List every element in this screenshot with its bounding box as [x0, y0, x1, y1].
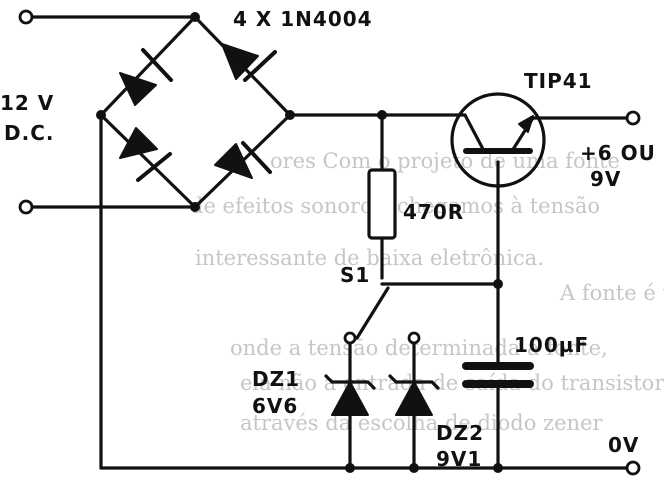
switch-s1	[343, 286, 421, 345]
capacitor-100uf	[462, 362, 534, 388]
diode-icon	[221, 43, 259, 80]
label-switch: S1	[340, 263, 370, 287]
transistor-tip41	[450, 92, 546, 188]
diode-icon	[119, 72, 157, 106]
label-output-a: +6 OU	[580, 141, 656, 165]
labels: 4 X 1N4004 12 V D.C. TIP41 +6 OU 9V 470R…	[0, 7, 656, 471]
label-dz2-value: 9V1	[436, 447, 482, 471]
label-input-type: D.C.	[4, 121, 54, 145]
switch-contact-dz2	[407, 331, 421, 345]
terminal-ground	[625, 460, 641, 476]
diode-icon	[119, 127, 158, 159]
terminal-output	[625, 110, 641, 126]
show-through-text: ores Com o projeto de uma fonte de efeit…	[190, 149, 664, 435]
zener-diode-icon	[331, 381, 369, 416]
label-dz1-name: DZ1	[252, 367, 300, 391]
label-dz1-value: 6V6	[252, 394, 298, 418]
label-ground: 0V	[608, 433, 639, 457]
switch-contact-dz1	[343, 331, 357, 345]
resistor-470r	[367, 168, 397, 240]
bridge-outline	[99, 15, 292, 209]
zener-dz2	[388, 374, 440, 416]
label-resistor: 470R	[403, 200, 464, 224]
label-capacitor: 100µF	[514, 333, 589, 357]
label-transistor: TIP41	[524, 69, 593, 93]
terminal-ac-top	[18, 9, 34, 25]
bridge-rectifier	[99, 15, 292, 209]
bg-line-1: ores Com o projeto de uma fonte	[270, 149, 620, 173]
bg-line-6: ela não a entrada de saída do transistor	[240, 371, 664, 395]
wires	[29, 15, 630, 470]
label-dz2-name: DZ2	[436, 421, 484, 445]
zener-diode-icon	[395, 381, 433, 416]
emitter-arrow-icon	[518, 115, 534, 133]
label-output-b: 9V	[590, 167, 621, 191]
zener-dz1	[324, 374, 376, 416]
terminals	[18, 9, 641, 476]
bg-line-3: interessante de baixa eletrônica.	[195, 246, 544, 270]
terminal-ac-bottom	[18, 199, 34, 215]
junction-dots	[96, 12, 503, 473]
bg-line-4: A fonte é um oscilador, que alimenta	[559, 281, 664, 305]
diode-icon	[214, 143, 253, 179]
label-bridge: 4 X 1N4004	[233, 7, 373, 31]
label-input-voltage: 12 V	[0, 91, 54, 115]
